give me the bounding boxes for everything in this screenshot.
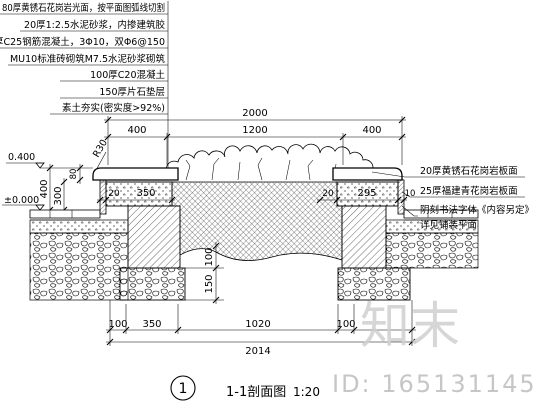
right-notes: 20厚黄锈石花岗岩板面 25厚福建青花岗岩板面 阴刻书法字体《内容另定》 详见铺…	[371, 165, 534, 231]
dim-extension-lines-top	[107, 116, 403, 165]
note-leader-engraving	[401, 205, 418, 217]
title-number-circle	[170, 375, 196, 401]
layer-notes: 80厚黄锈石花岗岩光面，按平面图弧线切割 20厚1:2.5水泥砂浆，内掺建筑胶 …	[0, 1, 169, 168]
dim-center-100-label: 100	[204, 247, 215, 266]
dim-inner-left-20-label: 20	[108, 189, 120, 199]
stone-cap-left	[92, 167, 179, 181]
watermark-id: ID: 165131145	[332, 370, 537, 398]
paving-slab-left	[29, 209, 101, 219]
layer-note-stone-cap: 80厚黄锈石花岗岩光面，按平面图弧线切割	[2, 2, 165, 14]
dim-left-400-label: 400	[39, 179, 50, 198]
layer-note-underlines	[0, 13, 168, 115]
dim-bottom-1020-label: 1020	[245, 319, 270, 330]
footing-left	[119, 267, 186, 301]
concrete-layer-left	[29, 219, 129, 234]
elevation-ground-label: ±0.000	[4, 195, 39, 206]
layer-note-rc-concrete: 厚C25钢筋混凝土，3Φ10，双Φ6@150	[0, 36, 165, 48]
shrub-outline	[165, 143, 381, 179]
dim-top-overall-label: 2000	[242, 108, 267, 119]
gravel-layer-right	[385, 232, 479, 269]
brick-pier-left	[127, 205, 181, 269]
dim-inner-right-295-label: 295	[357, 188, 376, 199]
bottom-dimensions: 100 350 1020 100 2014	[106, 300, 416, 357]
layer-note-mortar: 20厚1:2.5水泥砂浆，内掺建筑胶	[24, 19, 165, 31]
radius-label: R30	[91, 138, 110, 160]
footing-right	[337, 267, 411, 301]
dim-inner-right-20-label: 20	[322, 189, 334, 199]
gravel-layer-left	[29, 232, 129, 301]
planting-soil	[171, 181, 343, 261]
elevation-top-triangle	[35, 162, 45, 169]
layer-note-compacted-soil: 素土夯实(密实度>92%)	[62, 102, 165, 114]
ground-right	[385, 209, 479, 269]
watermark: 知末 ID: 165131145	[332, 297, 537, 398]
dim-inner-left-350-label: 350	[136, 188, 155, 199]
dim-left-80-label: 80	[69, 169, 79, 180]
dim-bottom-350-label: 350	[142, 319, 161, 330]
dim-bottom-overall-label: 2014	[245, 346, 270, 357]
note-leader-facing	[401, 191, 525, 198]
drawing-title: 1 1-1剖面图 1:20	[170, 375, 320, 401]
dim-top-left-label: 400	[127, 125, 146, 136]
bench-right	[332, 167, 411, 301]
dim-center-150-label: 150	[204, 274, 215, 293]
note-facing-stone: 25厚福建青花岗岩板面	[420, 185, 518, 197]
note-engraving: 阴刻书法字体《内容另定》	[420, 204, 534, 216]
brick-pier-right	[341, 205, 387, 269]
dim-extension-lines-bottom	[109, 300, 413, 346]
bench-left	[92, 167, 186, 301]
dim-top-center-label: 1200	[242, 125, 267, 136]
elevation-ground-triangle	[35, 204, 45, 211]
dim-inner-right-10-label: 10	[405, 189, 416, 199]
ground-left	[29, 209, 129, 301]
title-name: 1-1剖面图	[226, 385, 286, 400]
title-number: 1	[179, 381, 188, 397]
center-dimensions: 100 150	[185, 242, 224, 304]
title-scale: 1:20	[293, 385, 320, 399]
dim-left-300-label: 300	[53, 186, 64, 205]
layer-note-brick: MU10标准砖砌筑M7.5水泥砂浆砌筑	[10, 53, 166, 65]
dim-top-right-label: 400	[362, 125, 381, 136]
layer-note-c20-concrete: 100厚C20混凝土	[90, 69, 165, 81]
layer-note-stone-bedding: 150厚片石垫层	[99, 86, 165, 98]
note-paving-ref: 详见铺装平面	[420, 219, 477, 231]
dim-bottom-100-right-label: 100	[336, 319, 355, 330]
dim-extension-lines-center	[185, 267, 224, 301]
stone-cap-right	[332, 167, 403, 181]
note-cap-stone: 20厚黄锈石花岗岩板面	[420, 165, 518, 177]
note-leader-cap	[371, 171, 525, 178]
top-dimensions: 2000 400 1200 400	[104, 108, 406, 165]
elevation-top-label: 0.400	[8, 152, 35, 163]
watermark-brand: 知末	[360, 297, 460, 355]
dim-bottom-100-left-label: 100	[108, 319, 127, 330]
inner-dimensions: 20 350 20 295 10	[96, 188, 416, 204]
